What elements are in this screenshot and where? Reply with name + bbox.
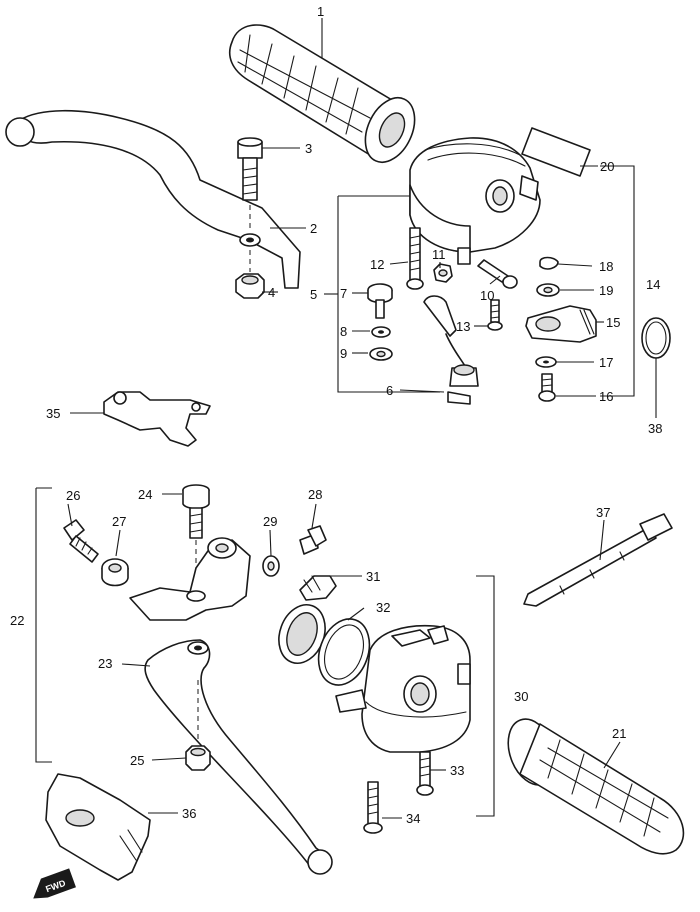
callout-37: 37 bbox=[596, 505, 610, 520]
callout-27: 27 bbox=[112, 514, 126, 529]
washer-8 bbox=[371, 326, 391, 338]
left-handlebar-switch bbox=[409, 137, 541, 265]
callout-19: 19 bbox=[599, 283, 613, 298]
callout-10: 10 bbox=[480, 288, 494, 303]
switch-screw-13 bbox=[487, 299, 503, 331]
lever-nut bbox=[235, 273, 265, 299]
lever-adjuster-bolt bbox=[63, 519, 99, 563]
callout-9: 9 bbox=[340, 346, 347, 361]
choke-lever-assembly bbox=[423, 295, 479, 405]
holder-screw bbox=[299, 525, 327, 555]
right-switch-screw-33 bbox=[416, 751, 434, 796]
callout-25: 25 bbox=[130, 753, 144, 768]
callout-13: 13 bbox=[456, 319, 470, 334]
holder-washer bbox=[262, 555, 280, 577]
right-handlebar-switch bbox=[335, 624, 471, 753]
callout-labels: 1 2 3 4 5 6 7 8 9 10 11 12 13 14 15 16 1… bbox=[10, 4, 662, 826]
callout-29: 29 bbox=[263, 514, 277, 529]
callout-12: 12 bbox=[370, 257, 384, 272]
right-handlebar-grip bbox=[507, 718, 685, 855]
lever-guard bbox=[45, 773, 151, 881]
o-ring bbox=[641, 317, 671, 359]
callout-32: 32 bbox=[376, 600, 390, 615]
switch-nut-11 bbox=[433, 263, 453, 283]
clutch-lever bbox=[5, 109, 301, 289]
callout-2: 2 bbox=[310, 221, 317, 236]
callout-22: 22 bbox=[10, 613, 24, 628]
callout-35: 35 bbox=[46, 406, 60, 421]
throttle-cable-clip bbox=[299, 575, 337, 601]
washer-19 bbox=[536, 283, 560, 297]
switch-label-decal bbox=[521, 127, 591, 177]
forward-direction-badge: FWD bbox=[33, 868, 76, 899]
left-handlebar-grip bbox=[228, 24, 416, 163]
washer-18 bbox=[539, 256, 559, 270]
callout-14: 14 bbox=[646, 277, 660, 292]
seal-ring bbox=[317, 618, 371, 686]
callout-15: 15 bbox=[606, 315, 620, 330]
throttle-tube-ring bbox=[278, 604, 326, 664]
choke-knob bbox=[367, 283, 393, 319]
callout-38: 38 bbox=[648, 421, 662, 436]
brake-lever bbox=[144, 639, 333, 875]
callout-1: 1 bbox=[317, 4, 324, 19]
callout-21: 21 bbox=[612, 726, 626, 741]
callout-30: 30 bbox=[514, 689, 528, 704]
callout-18: 18 bbox=[599, 259, 613, 274]
callout-28: 28 bbox=[308, 487, 322, 502]
callout-20: 20 bbox=[600, 159, 614, 174]
lower-lever-pivot-bolt bbox=[182, 484, 210, 539]
callout-31: 31 bbox=[366, 569, 380, 584]
callout-24: 24 bbox=[138, 487, 152, 502]
callout-36: 36 bbox=[182, 806, 196, 821]
switch-screw-10 bbox=[477, 259, 518, 289]
callout-23: 23 bbox=[98, 656, 112, 671]
callout-26: 26 bbox=[66, 488, 80, 503]
callout-5: 5 bbox=[310, 287, 317, 302]
callout-8: 8 bbox=[340, 324, 347, 339]
washer-9 bbox=[369, 347, 393, 361]
washer-17 bbox=[535, 356, 557, 368]
callout-16: 16 bbox=[599, 389, 613, 404]
lever-pivot-bolt bbox=[237, 137, 263, 201]
callout-33: 33 bbox=[450, 763, 464, 778]
switch-screw-12 bbox=[406, 227, 424, 290]
callout-6: 6 bbox=[386, 383, 393, 398]
callout-11: 11 bbox=[432, 247, 446, 262]
callout-4: 4 bbox=[268, 285, 275, 300]
callout-17: 17 bbox=[599, 355, 613, 370]
callout-34: 34 bbox=[406, 811, 420, 826]
lever-holder-bracket bbox=[129, 537, 251, 621]
mirror-bracket bbox=[103, 391, 211, 447]
brake-lever-nut bbox=[185, 745, 211, 771]
cable-tie bbox=[523, 513, 673, 607]
adjuster-locknut bbox=[101, 558, 129, 587]
switch-clamp bbox=[525, 305, 597, 343]
right-switch-screw-34 bbox=[363, 781, 383, 834]
switch-screw-16 bbox=[538, 373, 556, 402]
callout-7: 7 bbox=[340, 286, 347, 301]
leader-lines bbox=[67, 18, 657, 819]
callout-3: 3 bbox=[305, 141, 312, 156]
